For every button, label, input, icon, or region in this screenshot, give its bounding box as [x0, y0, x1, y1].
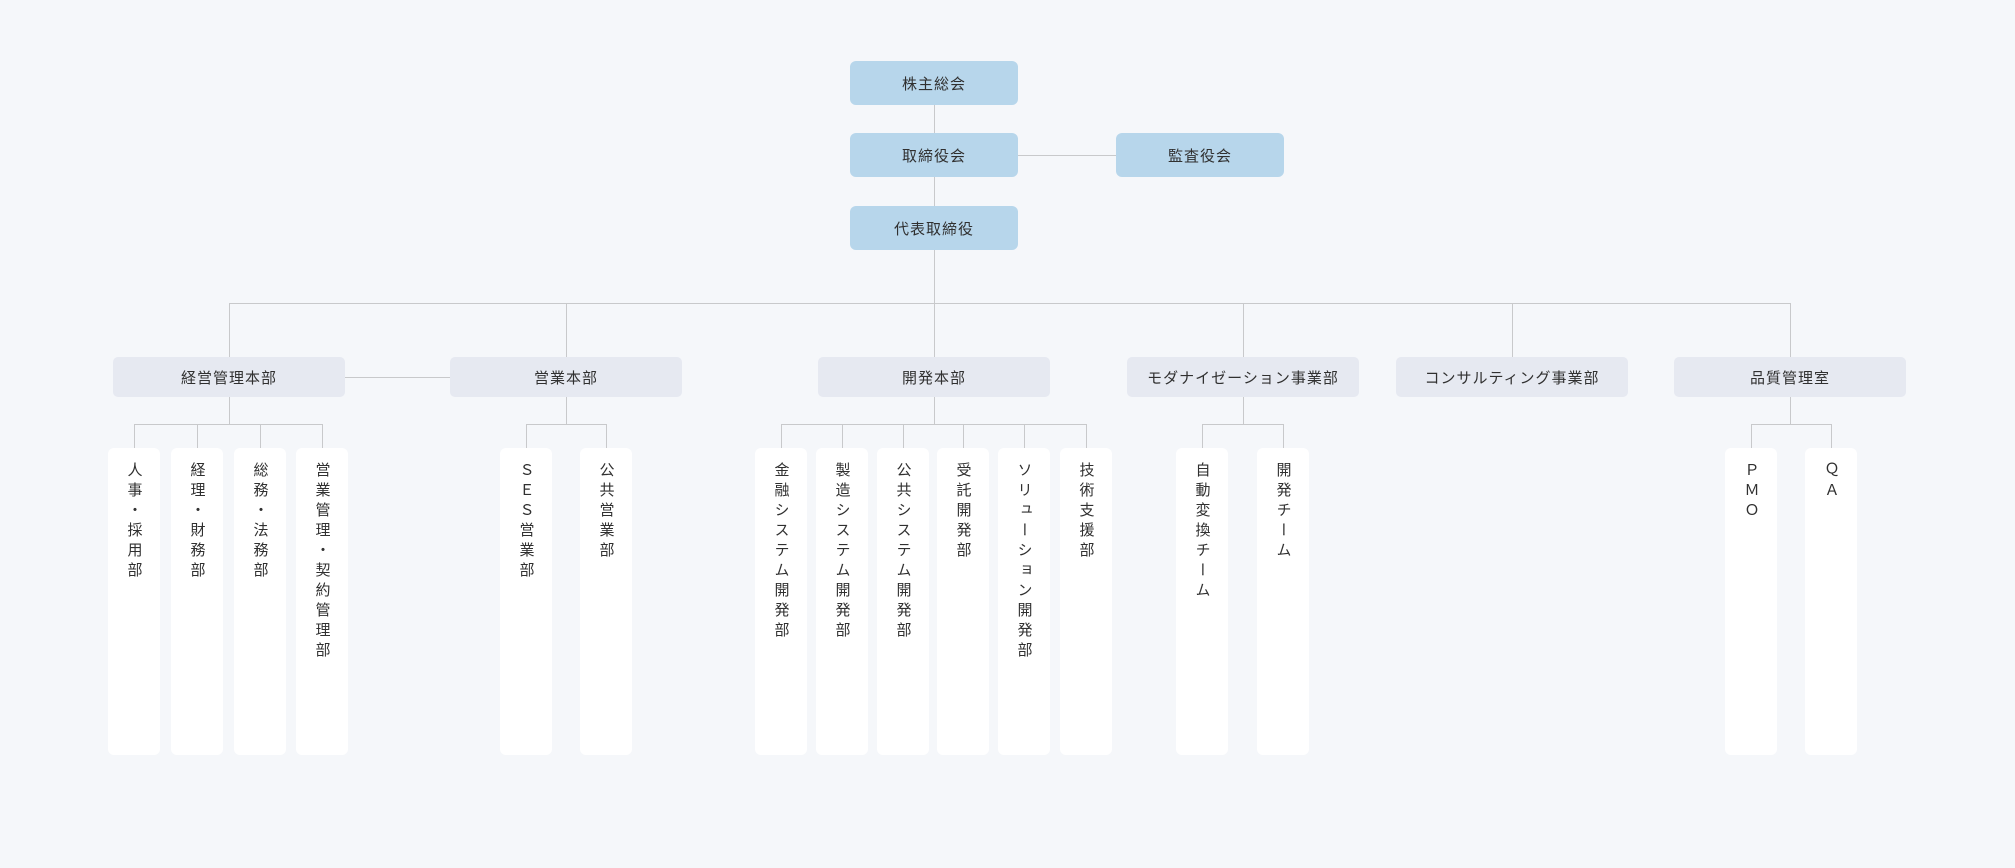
- node-label: ＱＡ: [1822, 462, 1840, 502]
- connector-drop-dept-3: [1243, 303, 1244, 357]
- node-unit-finance-systems-dev: 金融システム開発部: [755, 448, 807, 755]
- connector-stem-group-0: [229, 397, 230, 424]
- connector-bar-group-3: [1202, 424, 1283, 425]
- node-label: 取締役会: [901, 147, 966, 165]
- node-dept-management-admin: 経営管理本部: [113, 357, 345, 397]
- node-dept-quality-management: 品質管理室: [1674, 357, 1906, 397]
- node-label: 品質管理室: [1749, 369, 1830, 387]
- connector-shareholders-board: [934, 105, 935, 133]
- connector-drop-unit-0-3: [322, 424, 323, 448]
- node-label: 経理・財務部: [188, 462, 206, 582]
- node-label: 人事・採用部: [125, 462, 143, 582]
- node-label: 代表取締役: [893, 220, 974, 238]
- node-unit-pmo: ＰＭＯ: [1725, 448, 1777, 755]
- node-unit-development-team: 開発チーム: [1257, 448, 1309, 755]
- node-label: 営業管理・契約管理部: [313, 462, 331, 662]
- node-dept-modernization: モダナイゼーション事業部: [1127, 357, 1359, 397]
- node-label: 監査役会: [1167, 147, 1232, 165]
- connector-drop-unit-2-5: [1086, 424, 1087, 448]
- connector-drop-unit-0-0: [134, 424, 135, 448]
- node-representative-director: 代表取締役: [850, 206, 1018, 250]
- node-audit-board: 監査役会: [1116, 133, 1284, 177]
- connector-department-bus: [229, 303, 1790, 304]
- node-label: ソリューション開発部: [1015, 462, 1033, 662]
- node-unit-contract-dev: 受託開発部: [937, 448, 989, 755]
- connector-bar-group-5: [1751, 424, 1831, 425]
- connector-stem-group-1: [566, 397, 567, 424]
- node-dept-sales: 営業本部: [450, 357, 682, 397]
- connector-drop-unit-0-1: [197, 424, 198, 448]
- connector-bar-group-0: [134, 424, 322, 425]
- node-unit-qa: ＱＡ: [1805, 448, 1857, 755]
- connector-stem-group-3: [1243, 397, 1244, 424]
- node-unit-technical-support: 技術支援部: [1060, 448, 1112, 755]
- connector-bar-group-1: [526, 424, 606, 425]
- connector-sibling-dept-0-1: [345, 377, 450, 378]
- connector-drop-unit-2-3: [963, 424, 964, 448]
- connector-stem-group-5: [1790, 397, 1791, 424]
- node-label: コンサルティング事業部: [1424, 369, 1600, 387]
- node-label: モダナイゼーション事業部: [1147, 369, 1339, 387]
- connector-drop-unit-1-0: [526, 424, 527, 448]
- connector-board-audit: [1018, 155, 1116, 156]
- node-unit-hr-recruiting: 人事・採用部: [108, 448, 160, 755]
- connector-drop-unit-0-2: [260, 424, 261, 448]
- node-label: 公共営業部: [597, 462, 615, 562]
- connector-drop-unit-5-0: [1751, 424, 1752, 448]
- connector-bar-group-2: [781, 424, 1086, 425]
- node-unit-ses-sales: ＳＥＳ営業部: [500, 448, 552, 755]
- node-label: 製造システム開発部: [833, 462, 851, 642]
- connector-ceo-trunk: [934, 250, 935, 303]
- node-unit-manufacturing-systems-dev: 製造システム開発部: [816, 448, 868, 755]
- node-label: 金融システム開発部: [772, 462, 790, 642]
- node-label: 営業本部: [533, 369, 598, 387]
- node-label: 公共システム開発部: [894, 462, 912, 642]
- node-label: 開発チーム: [1274, 462, 1292, 562]
- connector-drop-unit-3-0: [1202, 424, 1203, 448]
- connector-drop-unit-2-2: [903, 424, 904, 448]
- connector-drop-dept-0: [229, 303, 230, 357]
- node-dept-consulting: コンサルティング事業部: [1396, 357, 1628, 397]
- node-label: 株主総会: [901, 75, 966, 93]
- connector-drop-unit-5-1: [1831, 424, 1832, 448]
- node-unit-public-sales: 公共営業部: [580, 448, 632, 755]
- node-label: 経営管理本部: [180, 369, 277, 387]
- node-label: 自動変換チーム: [1193, 462, 1211, 602]
- node-label: 受託開発部: [954, 462, 972, 562]
- node-unit-auto-conversion-team: 自動変換チーム: [1176, 448, 1228, 755]
- connector-drop-dept-2: [934, 303, 935, 357]
- node-label: 開発本部: [901, 369, 966, 387]
- connector-drop-unit-1-1: [606, 424, 607, 448]
- connector-drop-unit-2-4: [1024, 424, 1025, 448]
- node-board-of-directors: 取締役会: [850, 133, 1018, 177]
- connector-stem-group-2: [934, 397, 935, 424]
- connector-drop-unit-2-1: [842, 424, 843, 448]
- node-shareholders-meeting: 株主総会: [850, 61, 1018, 105]
- node-unit-general-affairs-legal: 総務・法務部: [234, 448, 286, 755]
- node-label: ＳＥＳ営業部: [517, 462, 535, 582]
- connector-drop-dept-1: [566, 303, 567, 357]
- connector-drop-dept-4: [1512, 303, 1513, 357]
- connector-board-ceo: [934, 177, 935, 206]
- node-label: 技術支援部: [1077, 462, 1095, 562]
- node-label: 総務・法務部: [251, 462, 269, 582]
- node-dept-development: 開発本部: [818, 357, 1050, 397]
- node-unit-sales-contract-management: 営業管理・契約管理部: [296, 448, 348, 755]
- connector-drop-unit-3-1: [1283, 424, 1284, 448]
- node-unit-public-systems-dev: 公共システム開発部: [877, 448, 929, 755]
- connector-drop-unit-2-0: [781, 424, 782, 448]
- node-label: ＰＭＯ: [1742, 462, 1760, 522]
- node-unit-accounting-finance: 経理・財務部: [171, 448, 223, 755]
- connector-drop-dept-5: [1790, 303, 1791, 357]
- node-unit-solution-dev: ソリューション開発部: [998, 448, 1050, 755]
